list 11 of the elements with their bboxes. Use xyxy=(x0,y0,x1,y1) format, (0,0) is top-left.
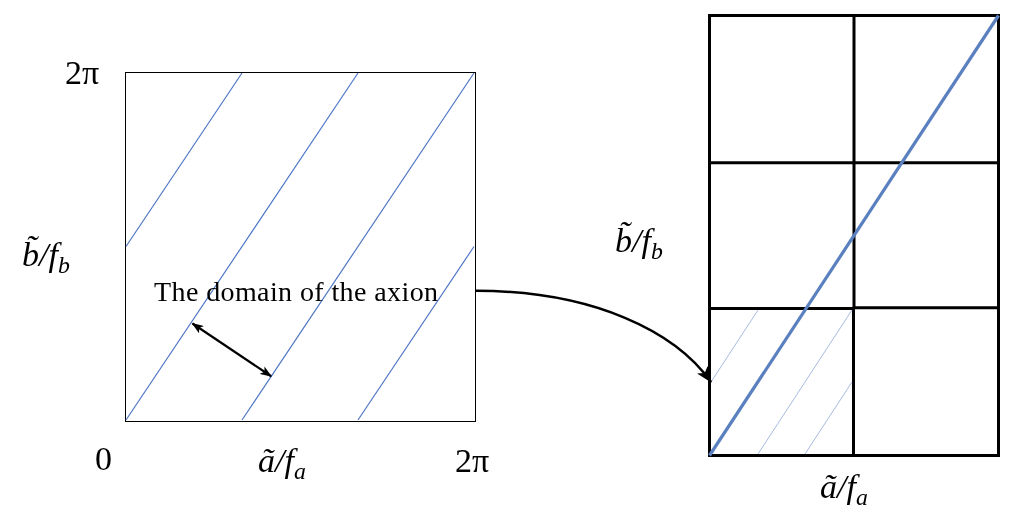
axis-label: b̃/f$_{b}$ xyxy=(615,224,663,258)
square-frame xyxy=(125,72,476,422)
axis-label: b̃/f$_{b}$ xyxy=(22,238,70,272)
curved-arrow xyxy=(475,289,712,383)
tick-label: 2π xyxy=(65,56,100,90)
axis-label: ã/f$_{a}$ xyxy=(258,444,306,478)
tick-label: 0 xyxy=(95,442,112,476)
region-label: The domain of the axion xyxy=(154,278,439,306)
grid-frame xyxy=(708,14,1000,457)
axis-label: ã/f$_{a}$ xyxy=(820,470,868,504)
tick-label: 2π xyxy=(455,444,490,478)
